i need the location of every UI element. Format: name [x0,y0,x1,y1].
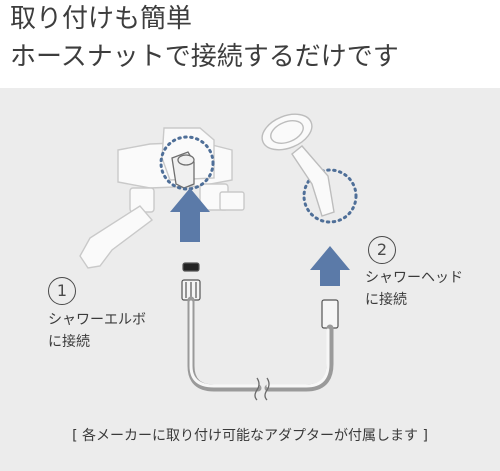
arrow-up-head [310,246,350,286]
installation-diagram [79,113,358,401]
headline: 取り付けも簡単 [10,4,193,34]
hose-nut-left [181,262,201,301]
step-1-line1: シャワーエルボ [48,312,146,328]
hose-nut-right [321,299,339,329]
step-1-number: 1 [48,277,76,305]
hose [187,296,334,392]
step-2-number: 2 [368,236,396,264]
step-2-line2: に接続 [365,292,407,308]
shower-head [261,113,335,217]
hose-break [254,377,270,401]
header: 取り付けも簡単 ホースナットで接続するだけです [0,0,500,88]
shower-elbow [171,151,195,189]
connection-highlight-head [302,168,358,224]
adapter-note: [ 各メーカーに取り付け可能なアダプターが付属します ] [72,428,428,444]
faucet-illustration [79,127,245,269]
illustration-panel [0,88,500,471]
connection-highlight-elbow [159,135,215,191]
arrow-up-elbow [170,188,210,242]
step-2-line1: シャワーヘッド [365,270,463,286]
subheadline: ホースナットで接続するだけです [10,42,399,72]
step-1-line2: に接続 [48,334,90,350]
